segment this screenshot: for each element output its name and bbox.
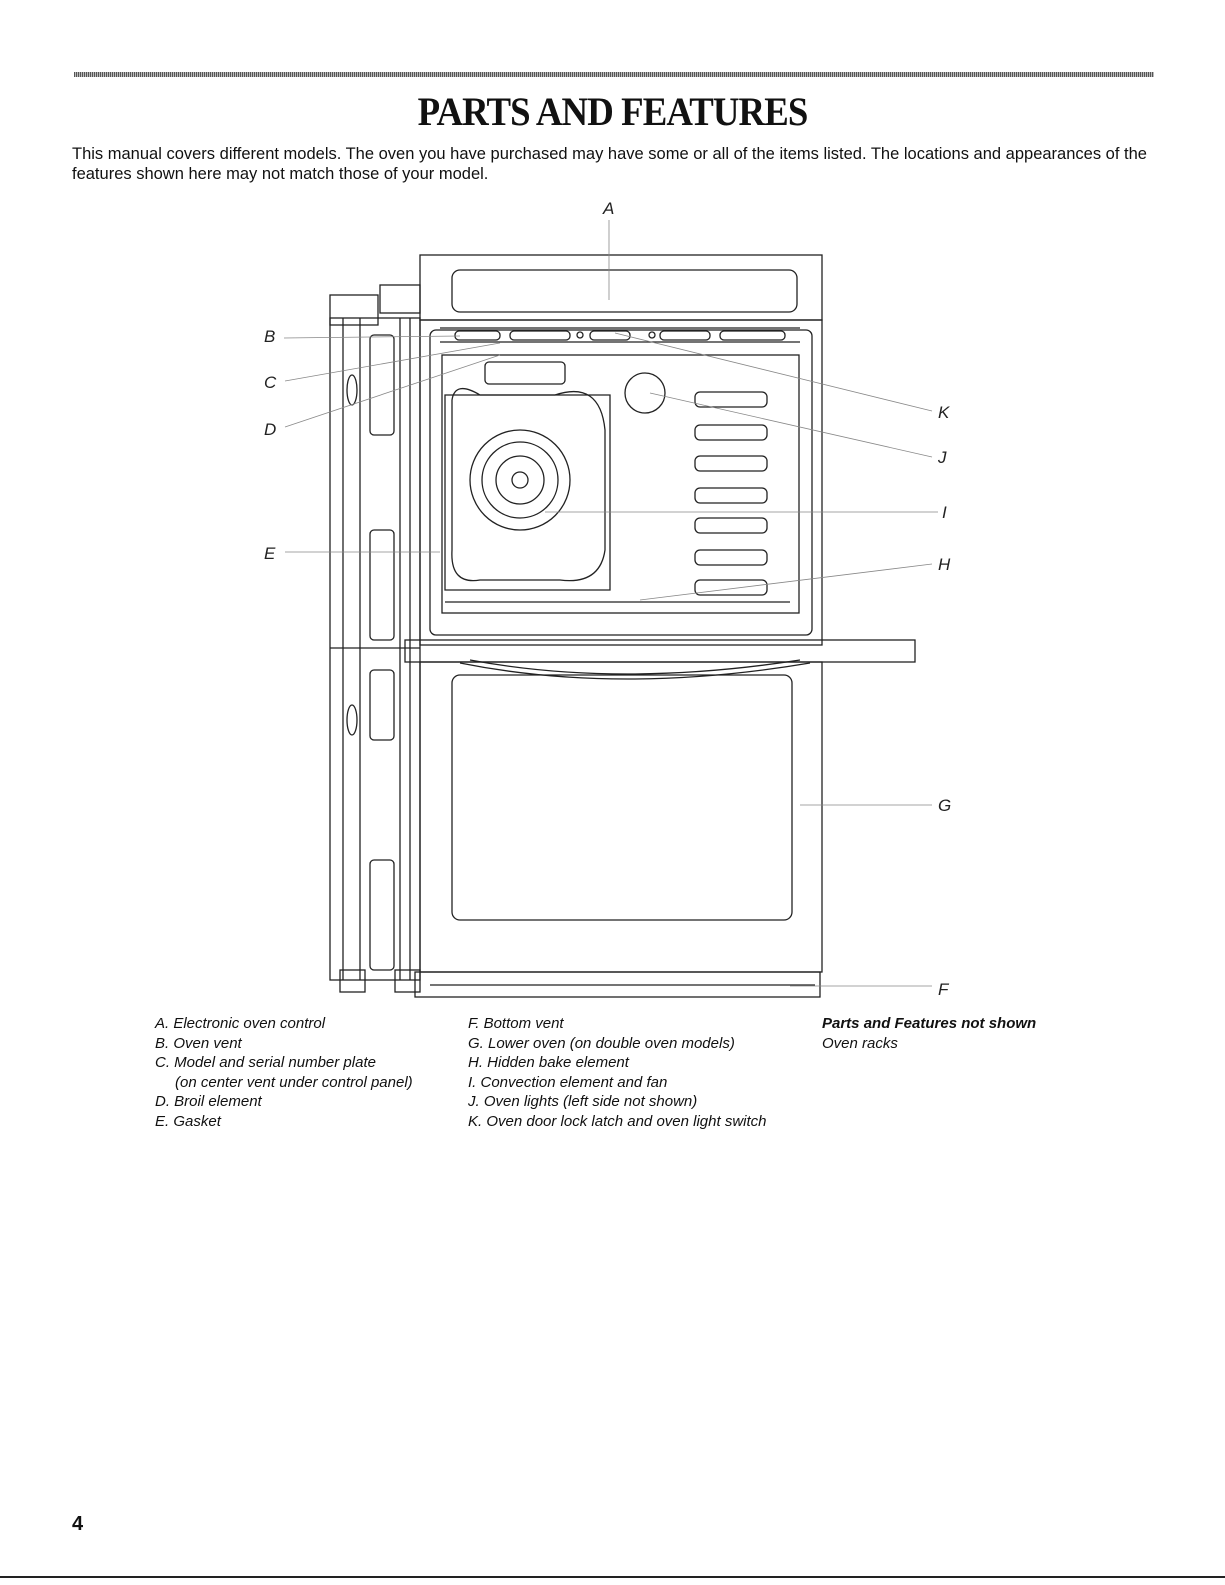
lower-oven: [339, 661, 823, 998]
not-shown-item: Oven racks: [822, 1034, 898, 1052]
leader-lines: [283, 220, 938, 987]
callout-a: A: [602, 199, 614, 218]
legend-item: G. Lower oven (on double oven models): [468, 1034, 735, 1052]
top-rule: [74, 72, 1154, 77]
legend-item: F. Bottom vent: [468, 1015, 564, 1032]
legend-item: B. Oven vent: [155, 1034, 242, 1052]
intro-paragraph: This manual covers different models. The…: [72, 145, 1147, 183]
callout-g: G: [938, 796, 951, 815]
bottom-rule: [0, 1576, 1225, 1578]
legend-item: A. Electronic oven control: [155, 1015, 326, 1032]
legend-item: C. Model and serial number plate: [155, 1054, 376, 1071]
callout-d: D: [264, 420, 276, 439]
callout-i: I: [942, 503, 947, 522]
control-panel: [329, 254, 823, 326]
oven-diagram: A B C D E F G H I J K: [264, 199, 951, 999]
callout-e: E: [264, 544, 276, 563]
legend-item: J. Oven lights (left side not shown): [468, 1093, 698, 1110]
legend-item: D. Broil element: [155, 1093, 262, 1110]
legend-item: E. Gasket: [155, 1112, 221, 1130]
upper-oven: [419, 319, 823, 646]
not-shown-title: Parts and Features not shown: [822, 1015, 1037, 1032]
legend-column-2: F. Bottom vent G. Lower oven (on double …: [468, 1014, 767, 1131]
callout-c: C: [264, 373, 277, 392]
legend-not-shown: Parts and Features not shown Oven racks: [822, 1014, 1036, 1053]
legend-item: I. Convection element and fan: [468, 1073, 668, 1091]
page-title: PARTS AND FEATURES: [417, 89, 809, 134]
side-frame: [329, 317, 421, 981]
callout-b: B: [264, 327, 275, 346]
legend-column-1: A. Electronic oven control B. Oven vent …: [155, 1014, 413, 1131]
callout-j: J: [937, 448, 947, 467]
callout-k: K: [938, 403, 950, 422]
legend-item: H. Hidden bake element: [468, 1054, 629, 1071]
legend-item-note: (on center vent under control panel): [175, 1073, 413, 1091]
callout-f: F: [938, 980, 950, 999]
page-number: 4: [72, 1513, 84, 1535]
door-handle: [404, 639, 916, 680]
legend-item: K. Oven door lock latch and oven light s…: [468, 1112, 767, 1130]
callout-h: H: [938, 555, 951, 574]
rack-guides: [694, 391, 768, 596]
